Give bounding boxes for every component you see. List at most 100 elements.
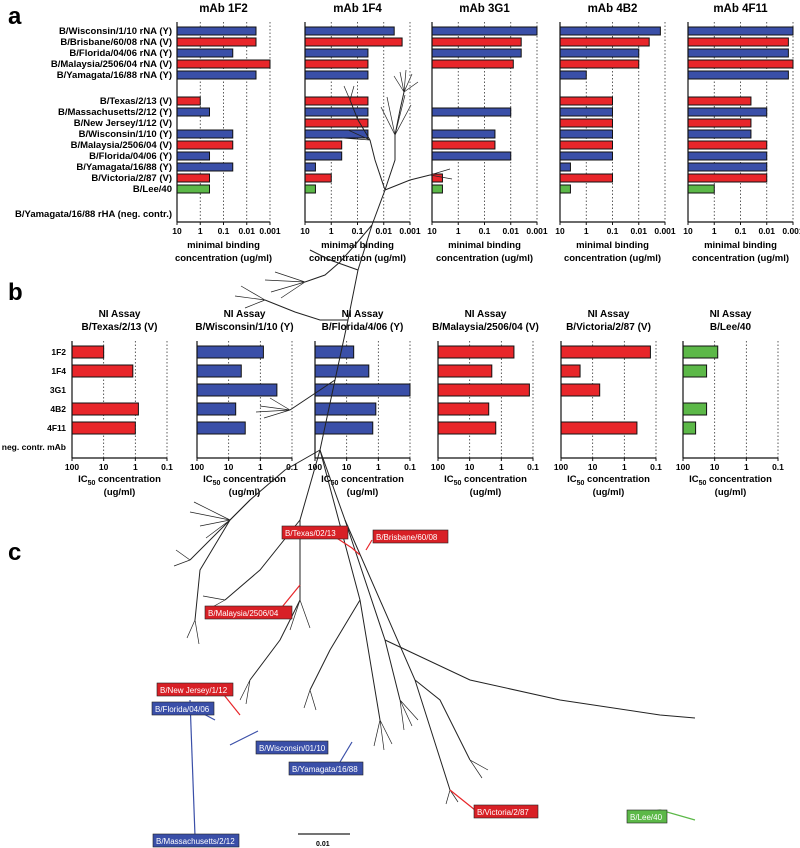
bar <box>196 402 237 416</box>
strain-label-victoria: B/Victoria/2/87 <box>473 804 539 819</box>
bar <box>304 173 332 183</box>
chart-title: mAb 4B2 <box>588 3 638 15</box>
tick-label: 1 <box>198 226 203 236</box>
bar <box>196 364 242 378</box>
tick-label: 0.1 <box>286 462 298 472</box>
tick-label: 10 <box>465 462 475 472</box>
scale-bar-label: 0.01 <box>316 841 330 848</box>
chart-title: mAb 1F2 <box>199 3 248 15</box>
strain-label-malaysia: B/Malaysia/2506/04 <box>204 605 293 620</box>
chart-title-line2: B/Florida/4/06 (Y) <box>322 322 404 333</box>
tick-label: 1 <box>456 226 461 236</box>
chart-title-line1: NI Assay <box>710 309 752 320</box>
tick-label: 0.001 <box>782 226 800 236</box>
x-axis-label-line1: IC50 concentration <box>689 474 772 487</box>
bar <box>71 421 136 435</box>
tick-label: 0.1 <box>479 226 491 236</box>
bar <box>687 96 752 106</box>
bar <box>304 37 403 47</box>
row-label-b: 4F11 <box>47 423 66 433</box>
tick-label: 10 <box>710 462 720 472</box>
tick-label: 10 <box>172 226 182 236</box>
chart-title-line1: NI Assay <box>224 309 266 320</box>
svg-text:B/Malaysia/2506/04: B/Malaysia/2506/04 <box>208 609 279 618</box>
tick-label: 1 <box>712 226 717 236</box>
bar <box>559 173 613 183</box>
bar <box>176 162 234 172</box>
chart-title: mAb 4F11 <box>713 3 768 15</box>
tick-label: 0.1 <box>218 226 230 236</box>
svg-text:B/Victoria/2/87: B/Victoria/2/87 <box>477 808 529 817</box>
bar <box>559 37 650 47</box>
row-label-a: B/Malaysia/2506/04 rNA (V) <box>51 59 172 70</box>
bar <box>682 345 719 359</box>
bar <box>431 26 538 36</box>
bar <box>431 107 512 117</box>
svg-text:B/Yamagata/16/88: B/Yamagata/16/88 <box>292 765 358 774</box>
strain-label-brisbane: B/Brisbane/60/08 <box>372 529 449 544</box>
bar <box>176 184 211 194</box>
tick-label: 10 <box>99 462 109 472</box>
tick-label: 0.1 <box>161 462 173 472</box>
tick-label: 10 <box>588 462 598 472</box>
x-axis-label-line2: concentration (ug/ml) <box>564 253 661 264</box>
tick-label: 100 <box>676 462 690 472</box>
chart-title-line1: NI Assay <box>465 309 507 320</box>
row-label-a: B/Malaysia/2506/04 (V) <box>71 140 172 151</box>
row-label-b: 1F2 <box>51 347 66 357</box>
tick-label: 1 <box>258 462 263 472</box>
tick-label: 10 <box>300 226 310 236</box>
bar <box>559 96 613 106</box>
bar <box>71 402 139 416</box>
tick-label: 0.01 <box>758 226 775 236</box>
tick-label: 0.1 <box>352 226 364 236</box>
chart-title-line2: B/Texas/2/13 (V) <box>82 322 158 333</box>
chart-title-line2: B/Victoria/2/87 (V) <box>566 322 651 333</box>
bar <box>304 107 369 117</box>
bar <box>437 345 515 359</box>
bar <box>431 59 514 69</box>
x-axis-label-line2: (ug/ml) <box>470 487 502 498</box>
bar <box>559 48 640 58</box>
tick-label: 10 <box>342 462 352 472</box>
x-axis-label-line2: concentration (ug/ml) <box>692 253 789 264</box>
tick-label: 0.1 <box>527 462 539 472</box>
tick-label: 0.01 <box>502 226 519 236</box>
x-axis-label-line1: IC50 concentration <box>567 474 650 487</box>
bar <box>559 59 640 69</box>
x-axis-label-line2: (ug/ml) <box>229 487 261 498</box>
strain-label-new-jersey: B/New Jersey/1/12 <box>156 682 234 697</box>
row-label-a: B/Brisbane/60/08 rNA (V) <box>60 37 172 48</box>
svg-text:B/Texas/02/13: B/Texas/02/13 <box>285 529 336 538</box>
bar <box>176 107 211 117</box>
bar <box>687 184 715 194</box>
x-axis-label-line2: (ug/ml) <box>593 487 625 498</box>
tick-label: 100 <box>190 462 204 472</box>
bar <box>314 345 355 359</box>
bar <box>304 184 316 194</box>
tick-label: 1 <box>499 462 504 472</box>
x-axis-label-line2: concentration (ug/ml) <box>309 253 406 264</box>
tick-label: 1 <box>329 226 334 236</box>
bar <box>176 96 201 106</box>
bar <box>304 140 343 150</box>
bar <box>560 421 638 435</box>
svg-text:B/Wisconsin/01/10: B/Wisconsin/01/10 <box>259 744 326 753</box>
bar <box>431 173 443 183</box>
bar <box>687 48 789 58</box>
bar <box>304 59 369 69</box>
bar <box>176 26 257 36</box>
bar <box>437 383 530 397</box>
x-axis-label-line1: IC50 concentration <box>444 474 527 487</box>
tick-label: 0.1 <box>607 226 619 236</box>
bar <box>687 118 752 128</box>
bar <box>559 151 613 161</box>
